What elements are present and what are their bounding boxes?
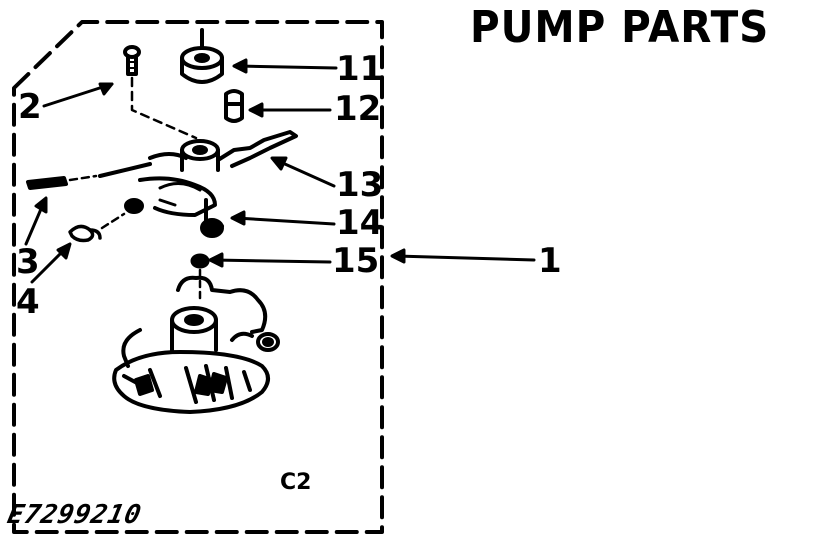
callout-1: 1 <box>538 241 562 281</box>
callout-3: 3 <box>16 242 40 282</box>
leader-lines <box>24 58 536 284</box>
callout-12: 12 <box>334 89 382 129</box>
pump-body <box>112 275 280 414</box>
part-2-screw <box>123 45 198 140</box>
assembly-boundary <box>12 20 384 534</box>
callout-14: 14 <box>336 203 384 243</box>
callout-4: 4 <box>16 282 40 322</box>
callout-15: 15 <box>332 241 380 281</box>
figure-number: E7299210 <box>4 500 145 530</box>
part-3-pin <box>26 174 98 190</box>
drawing-code: C2 <box>280 470 312 495</box>
part-15-seal <box>190 253 210 302</box>
part-4-clip <box>68 212 126 243</box>
callout-11: 11 <box>336 49 384 89</box>
diagram-title: PUMP PARTS <box>470 2 770 53</box>
part-11-cap <box>180 28 224 84</box>
callout-2: 2 <box>18 87 42 127</box>
part-12-bushing <box>224 89 244 123</box>
callout-13: 13 <box>336 165 384 205</box>
pump-drive-assembly <box>98 130 298 238</box>
